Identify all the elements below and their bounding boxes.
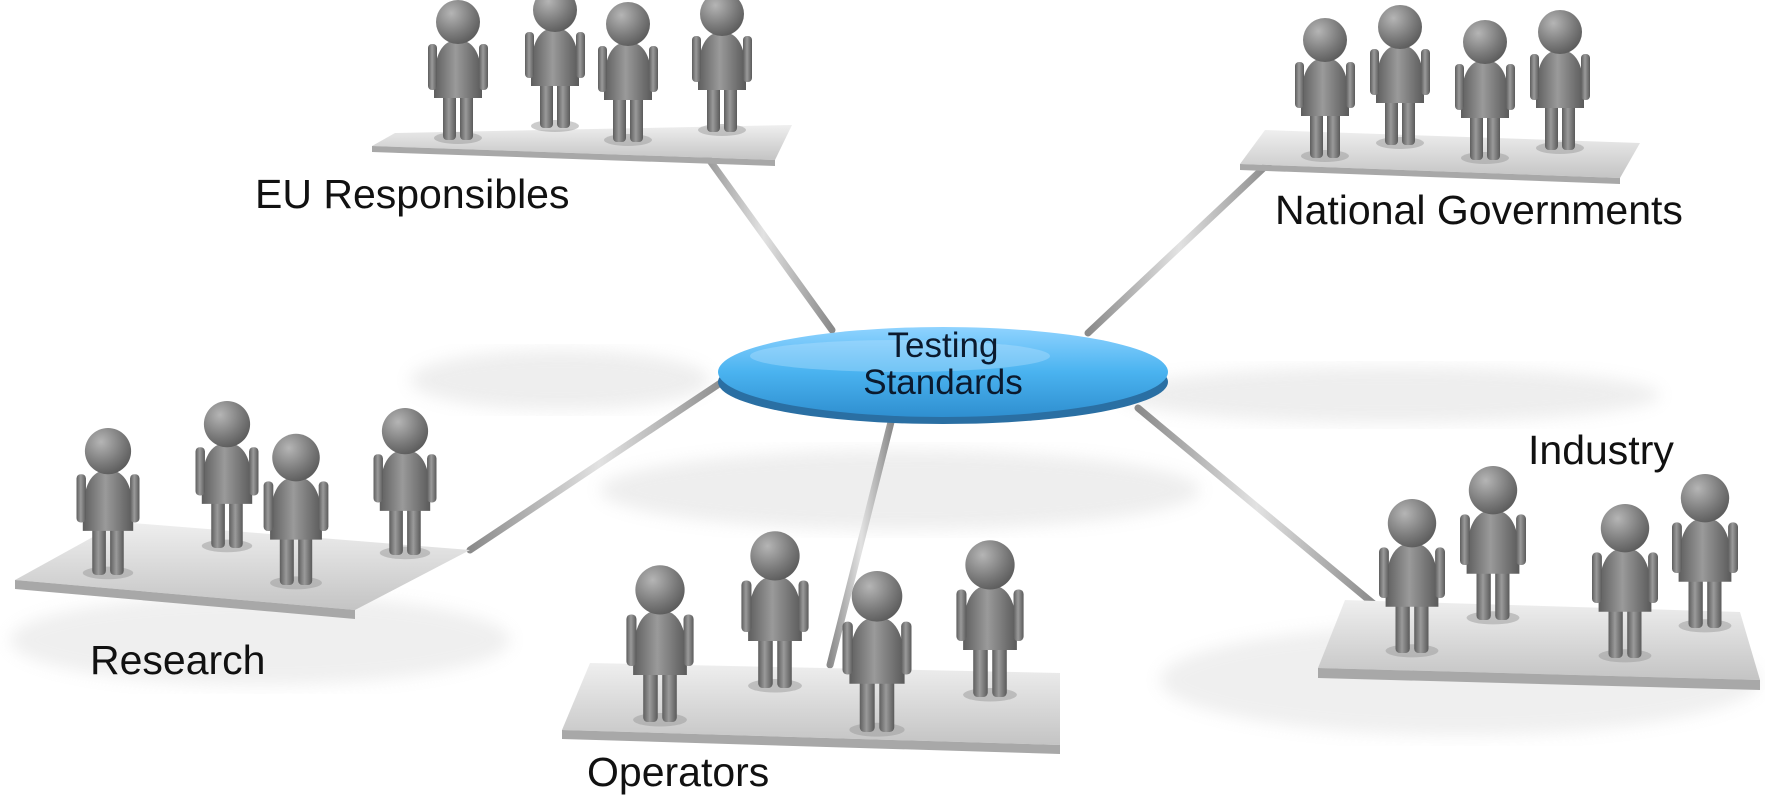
hub-disc [718, 327, 1168, 424]
hub-label: Testing Standards [793, 326, 1093, 402]
platform-research [15, 522, 470, 619]
group-eu-people [428, 0, 752, 146]
platform-eu [372, 125, 792, 166]
platform-national [1240, 130, 1640, 184]
platform-operators [562, 663, 1060, 754]
hub-label-line2: Standards [863, 362, 1023, 402]
label-industry: Industry [1528, 427, 1674, 473]
label-eu-responsibles: EU Responsibles [255, 171, 570, 217]
rod-national [1084, 158, 1274, 337]
rod-operators [826, 414, 896, 669]
label-operators: Operators [587, 749, 770, 795]
connectors [466, 136, 1379, 669]
label-research: Research [90, 637, 266, 683]
rod-research [466, 374, 732, 554]
rod-eu [691, 136, 836, 334]
shadows [10, 350, 1760, 735]
hub-label-line1: Testing [887, 326, 999, 365]
label-national-governments: National Governments [1275, 187, 1683, 233]
rod-industry [1134, 404, 1379, 609]
